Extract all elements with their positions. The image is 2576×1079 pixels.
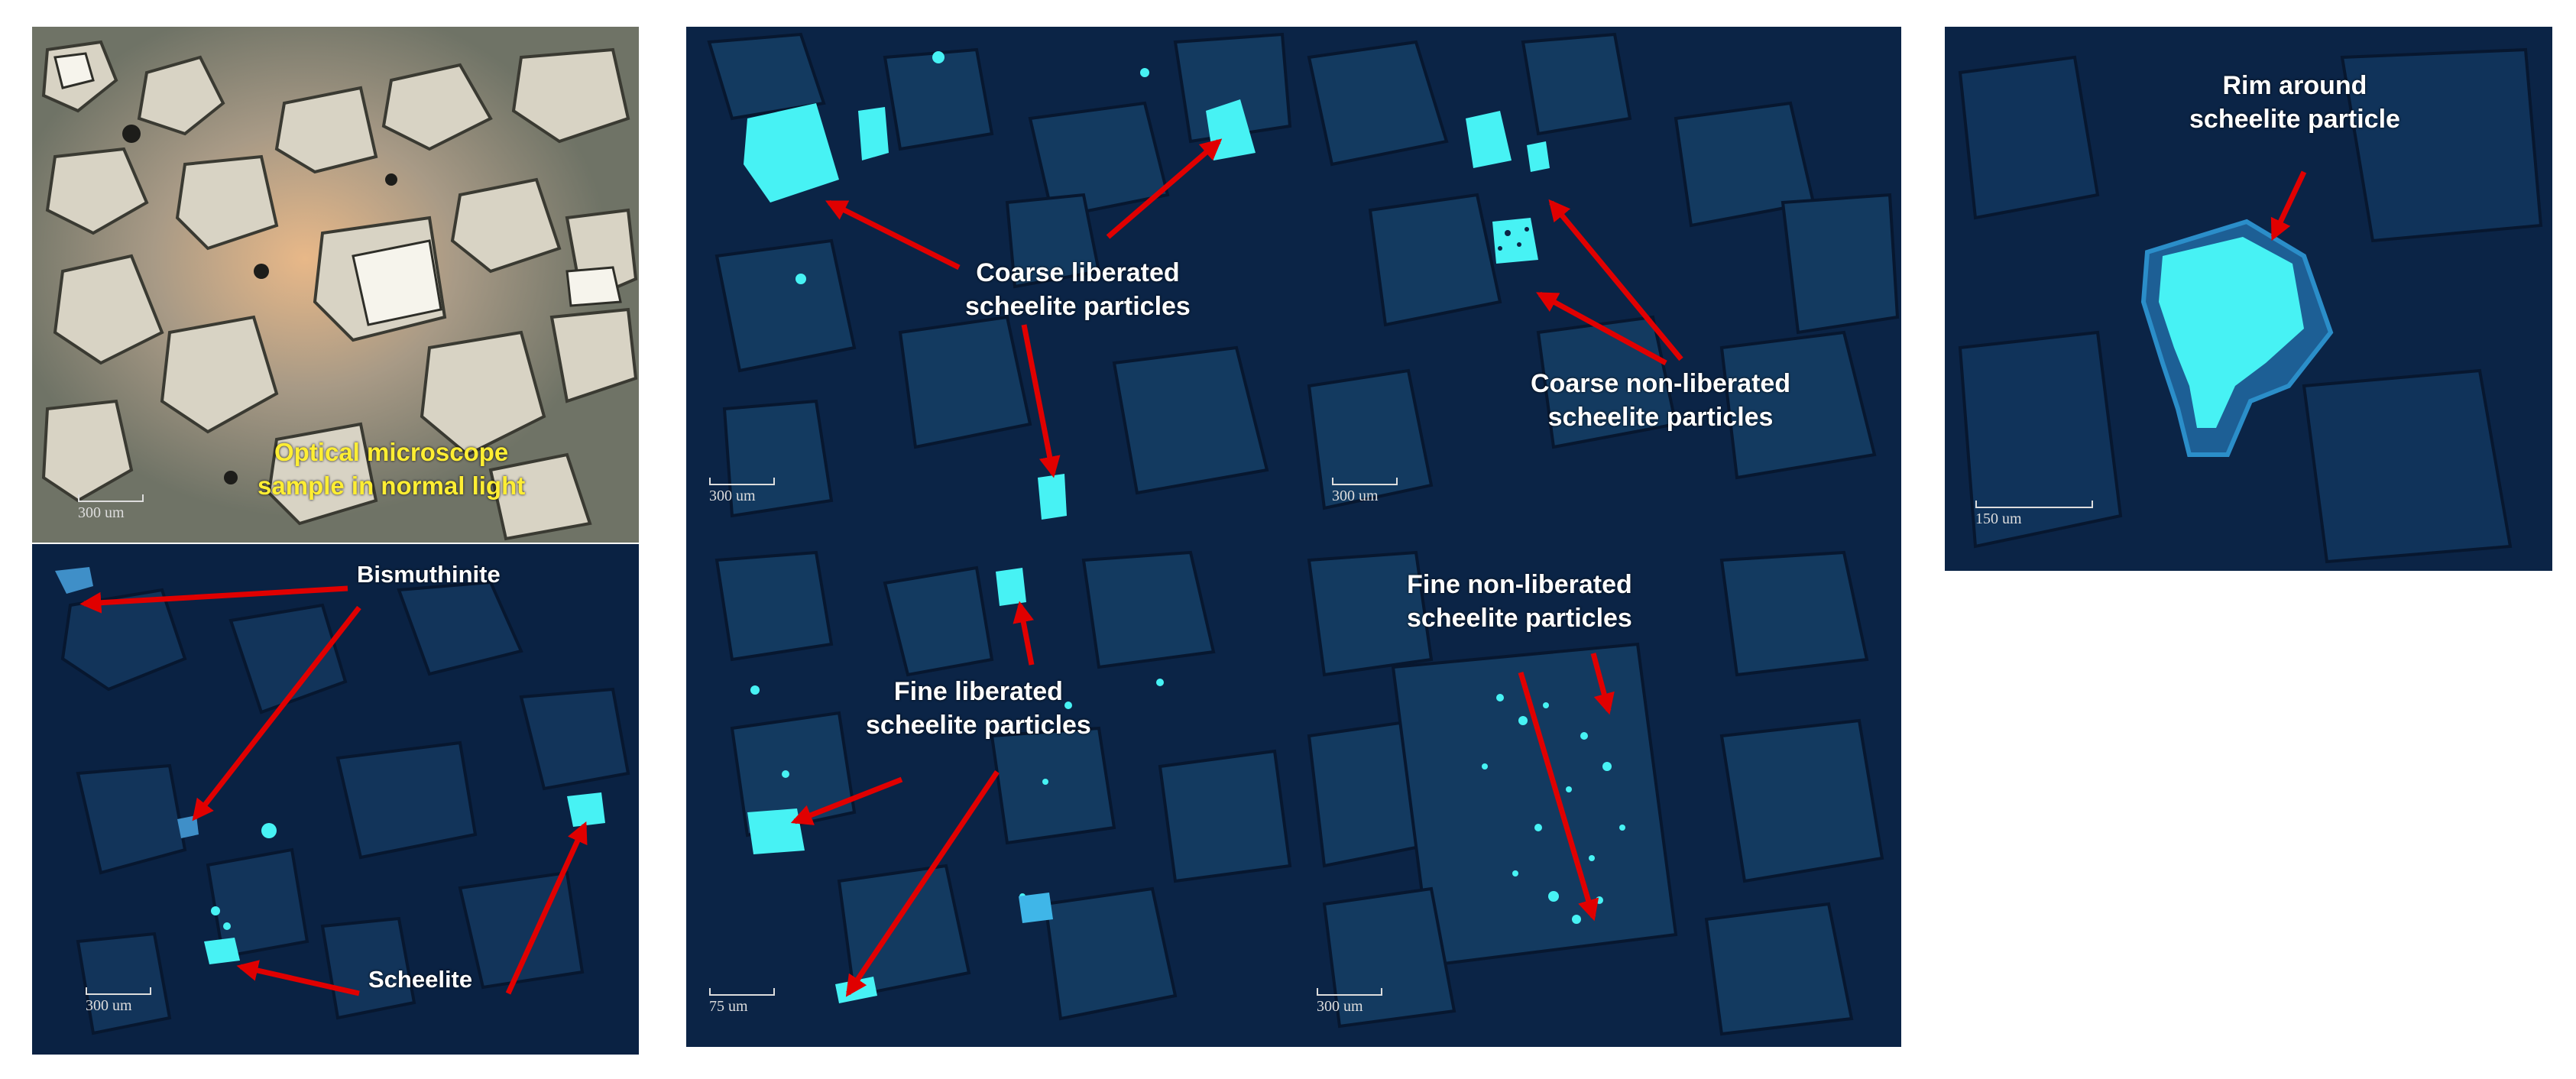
optical-microscope-label: Optical microscope sample in normal ligh… <box>258 438 526 500</box>
arrow-bismuthinite-1 <box>79 585 348 614</box>
uv-micrograph-coarse-non-liberated <box>1294 27 1901 537</box>
uv-micrograph-fine-liberated <box>686 537 1294 1047</box>
arrow-coarse-non-liberated-2 <box>1536 291 1667 366</box>
scale-bar-optical: 300 um <box>78 494 144 522</box>
rim-panel: Rim around scheelite particle 150 um <box>1945 27 2552 571</box>
bismuthinite-scheelite-panel: Bismuthinite Scheelite 300 um <box>32 544 639 1055</box>
scale-bar-fine-non-liberated: 300 um <box>1317 988 1382 1016</box>
scale-bar-fine-liberated: 75 um <box>709 988 775 1016</box>
bismuthinite-label: Bismuthinite <box>357 561 501 588</box>
uv-micrograph-coarse-liberated <box>686 27 1294 537</box>
fine-liberated-label: Fine liberated scheelite particles <box>866 677 1091 740</box>
arrow-fine-liberated-3 <box>845 770 1000 997</box>
fine-non-liberated-panel: Fine non-liberated scheelite particles 3… <box>1294 537 1901 1047</box>
arrow-coarse-non-liberated-1 <box>1548 199 1683 361</box>
arrow-scheelite-1 <box>236 960 360 996</box>
uv-micrograph-fine-non-liberated <box>1294 537 1901 1047</box>
fine-liberated-panel: Fine liberated scheelite particles 75 um <box>686 537 1294 1047</box>
arrow-fine-liberated-1 <box>1013 601 1035 666</box>
scheelite-label: Scheelite <box>368 966 473 993</box>
coarse-liberated-panel: Coarse liberated scheelite particles 300… <box>686 27 1294 537</box>
coarse-liberated-label: Coarse liberated scheelite particles <box>965 258 1191 321</box>
arrow-coarse-liberated-2 <box>1106 138 1223 239</box>
arrow-fine-non-liberated-1 <box>1590 653 1615 715</box>
optical-micrograph <box>32 27 639 543</box>
scale-bar-coarse-non-liberated: 300 um <box>1332 478 1398 505</box>
optical-microscope-panel: Optical microscope sample in normal ligh… <box>32 27 639 543</box>
scale-bar-coarse-liberated: 300 um <box>709 478 775 505</box>
arrow-coarse-liberated-1 <box>825 199 961 271</box>
scale-bar-rim: 150 um <box>1975 501 2093 528</box>
uv-micrograph-bismuthinite <box>32 544 639 1055</box>
arrow-scheelite-2 <box>505 821 588 995</box>
arrow-rim <box>2270 170 2307 241</box>
coarse-non-liberated-panel: Coarse non-liberated scheelite particles… <box>1294 27 1901 537</box>
coarse-non-liberated-label: Coarse non-liberated scheelite particles <box>1531 369 1791 432</box>
arrow-fine-non-liberated-2 <box>1518 672 1599 922</box>
uv-micrograph-rim <box>1945 27 2552 571</box>
arrow-fine-liberated-2 <box>790 776 903 825</box>
fine-non-liberated-label: Fine non-liberated scheelite particles <box>1407 570 1632 633</box>
arrow-coarse-liberated-3 <box>1021 324 1061 478</box>
arrow-bismuthinite-2 <box>192 605 361 821</box>
scale-bar-bismuthinite: 300 um <box>86 987 151 1015</box>
rim-label: Rim around scheelite particle <box>2189 71 2400 134</box>
